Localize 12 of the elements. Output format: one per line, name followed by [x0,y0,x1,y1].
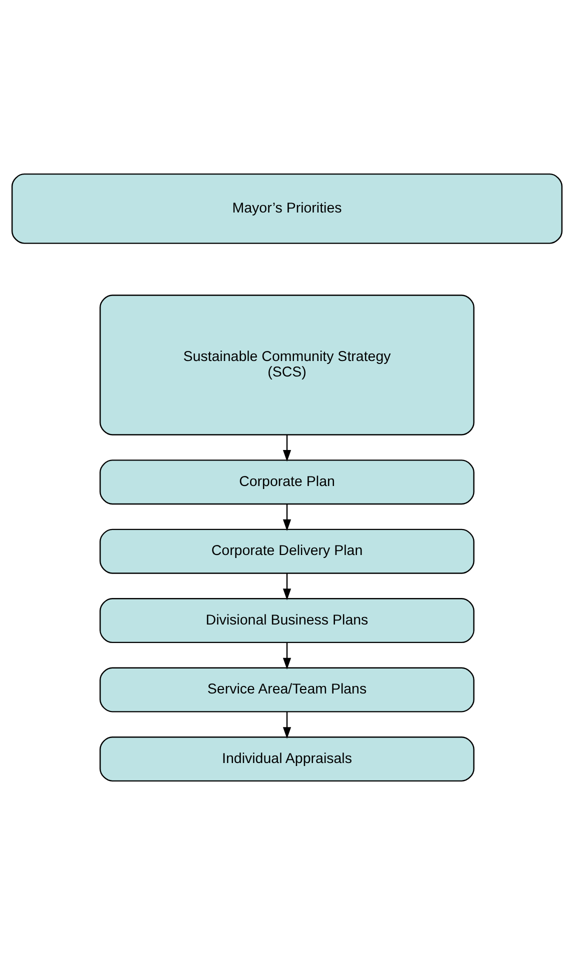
arrow [282,711,292,738]
node-box: Mayor’s Priorities [11,172,563,244]
arrow [282,642,292,669]
arrow [282,504,292,531]
node-box: Service Area/Team Plans [100,666,474,712]
node-box: Divisional Business Plans [100,598,474,643]
arrow [282,572,292,600]
node-box: Corporate Delivery Plan [100,528,474,574]
node-box: Sustainable Community Strategy (SCS) [100,294,474,435]
node-box: Corporate Plan [100,459,474,504]
node-box: Individual Appraisals [100,736,474,782]
arrow [282,434,292,462]
